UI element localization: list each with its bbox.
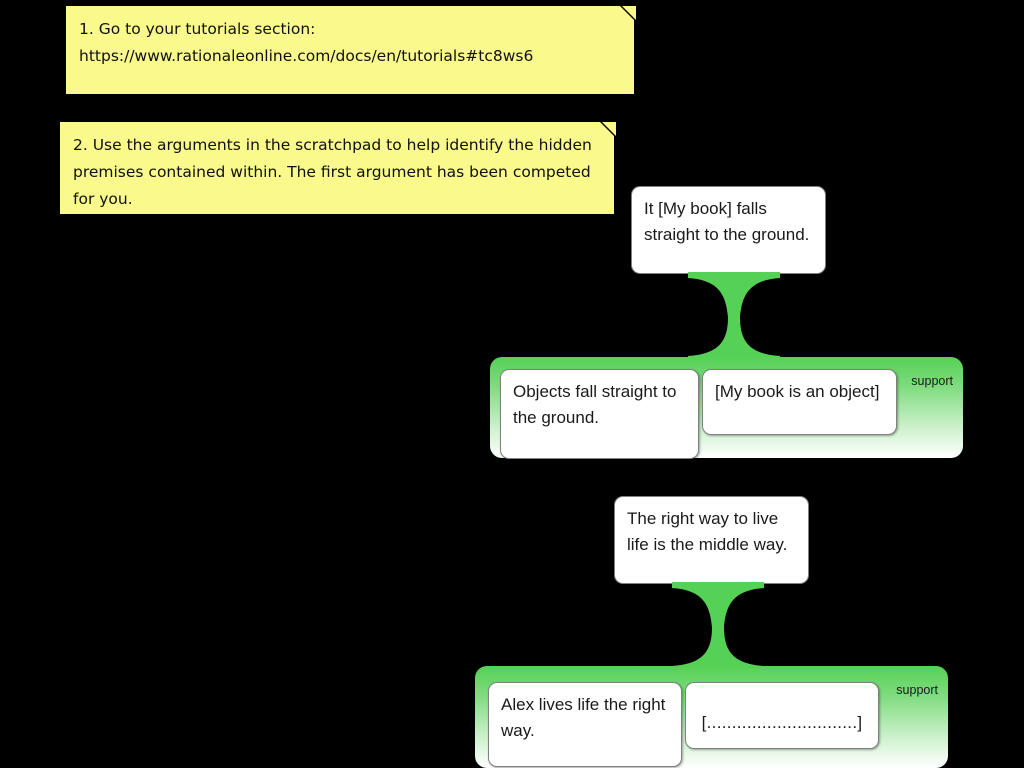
support-group-1-label: support	[911, 374, 953, 388]
sticky-note-2-text: 2. Use the arguments in the scratchpad t…	[73, 136, 592, 208]
premise-text: Alex lives life the right way.	[501, 695, 666, 740]
support-connector-icon-2	[672, 582, 764, 672]
premise-placeholder-text: [..............................]	[701, 713, 863, 732]
support-group-2-label: support	[896, 683, 938, 697]
premise-box-2a[interactable]: Alex lives life the right way.	[488, 682, 682, 767]
claim-text: The right way to live life is the middle…	[627, 509, 788, 554]
premise-box-1a[interactable]: Objects fall straight to the ground.	[500, 369, 699, 459]
premise-text: [My book is an object]	[715, 382, 880, 401]
claim-box-conclusion-2[interactable]: The right way to live life is the middle…	[614, 496, 809, 584]
premise-text: Objects fall straight to the ground.	[513, 382, 677, 427]
support-group-1[interactable]: support Objects fall straight to the gro…	[490, 357, 963, 459]
premise-box-1b-hidden[interactable]: [My book is an object]	[702, 369, 897, 435]
sticky-note-instruction-2[interactable]: 2. Use the arguments in the scratchpad t…	[58, 120, 616, 216]
sticky-note-instruction-1[interactable]: 1. Go to your tutorials section: https:/…	[64, 4, 636, 96]
support-connector-icon-1	[688, 272, 780, 362]
premise-box-2b-hidden-blank[interactable]: [..............................]	[685, 682, 879, 749]
sticky-note-1-text: 1. Go to your tutorials section: https:/…	[79, 20, 534, 65]
note-fold-corner-icon	[618, 4, 636, 22]
note-fold-corner-icon	[598, 120, 616, 138]
support-group-2[interactable]: support Alex lives life the right way. […	[475, 666, 948, 768]
claim-box-conclusion-1[interactable]: It [My book] falls straight to the groun…	[631, 186, 826, 274]
claim-text: It [My book] falls straight to the groun…	[644, 199, 810, 244]
